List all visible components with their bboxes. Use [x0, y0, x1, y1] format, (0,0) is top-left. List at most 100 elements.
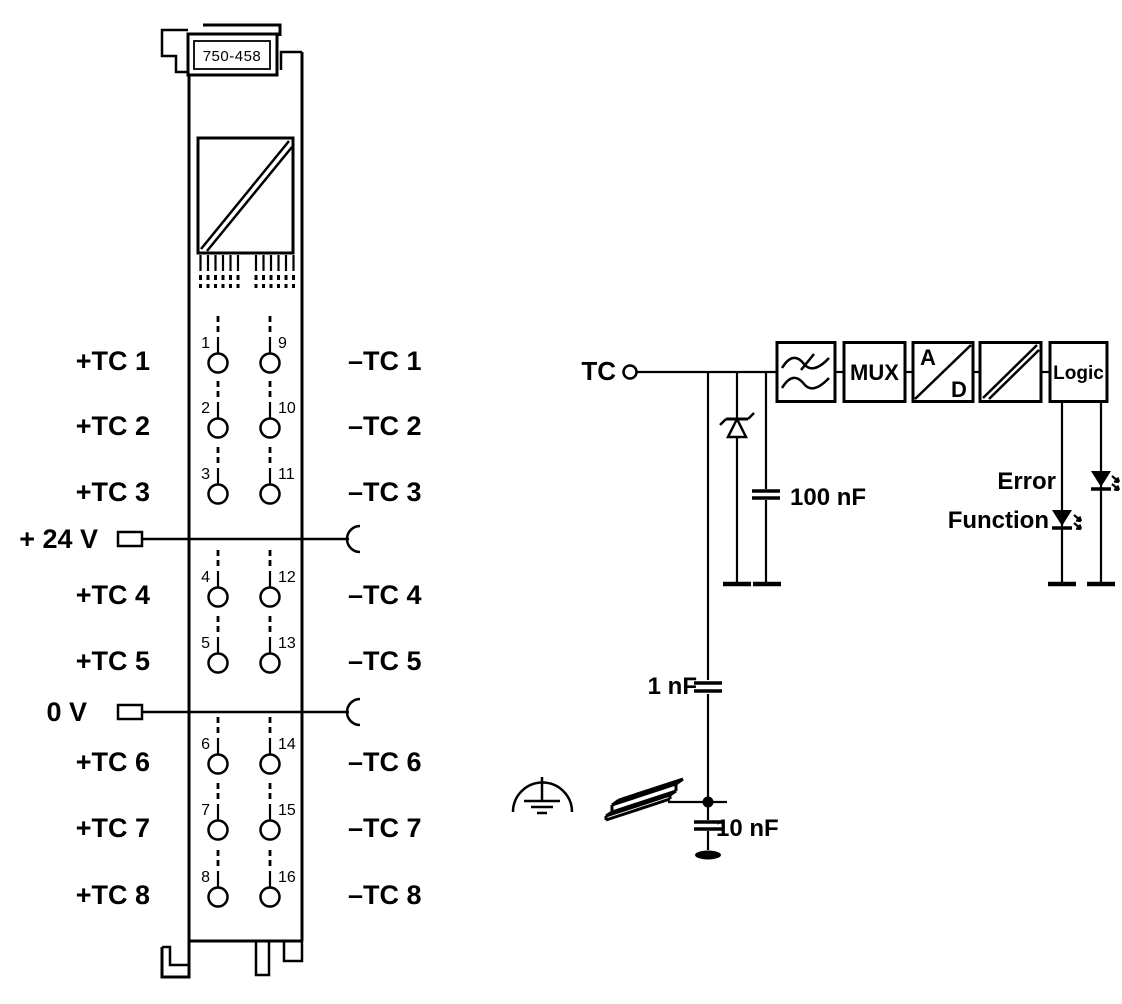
channel-left-label: +TC 1 — [76, 346, 150, 376]
terminal-pin — [207, 781, 229, 841]
terminal-pin — [207, 715, 229, 775]
pin-number: 4 — [201, 569, 210, 586]
tc-channel-row-5: +TC 5 –TC 5 5 13 — [76, 614, 422, 676]
capacitor-1nf-label: 1 nF — [648, 673, 697, 700]
channel-right-label: –TC 1 — [348, 346, 422, 376]
module-top-right-step — [279, 50, 302, 70]
capacitor-10nf-label: 10 nF — [716, 815, 779, 842]
capacitor-1nf-icon — [694, 681, 722, 693]
mux-box: MUX — [842, 341, 907, 403]
status-led-section: Error Function — [948, 401, 1121, 587]
channel-left-label: +TC 3 — [76, 477, 150, 507]
tc-channel-row-2: +TC 2 –TC 2 2 10 — [76, 379, 422, 441]
channel-right-label: –TC 7 — [348, 813, 422, 843]
power-row-0v: 0 V — [46, 697, 361, 727]
pin-number: 13 — [278, 635, 296, 652]
adc-d-label: D — [951, 377, 967, 402]
adc-diagonal — [914, 344, 972, 400]
terminal-pin — [207, 614, 229, 674]
channel-left-label: +TC 7 — [76, 813, 150, 843]
pin-number: 14 — [278, 736, 296, 753]
channel-left-label: +TC 2 — [76, 411, 150, 441]
power-feed-contact-icon — [116, 703, 144, 721]
error-led-icon — [1091, 471, 1121, 492]
module-outline — [160, 23, 304, 979]
filter-wave-icon — [780, 376, 830, 390]
terminal-pin — [207, 314, 229, 374]
terminal-pin — [207, 445, 229, 505]
channel-left-label: +TC 8 — [76, 880, 150, 910]
power-jumper-contact-icon — [345, 524, 361, 554]
module-release-latch — [160, 947, 191, 979]
terminal-pin — [259, 379, 281, 439]
tc-channel-row-4: +TC 4 –TC 4 4 12 — [76, 548, 422, 610]
capacitor-10nf-icon — [694, 820, 722, 831]
signal-path: TC — [581, 356, 1050, 386]
terminal-pin — [207, 548, 229, 608]
earth-rail-network: 10 nF — [511, 777, 779, 860]
pin-number: 1 — [201, 335, 210, 352]
pin-number: 2 — [201, 400, 210, 417]
terminal-pin — [259, 314, 281, 374]
terminal-pin — [207, 848, 229, 908]
channel-left-label: +TC 4 — [76, 580, 150, 610]
pin-number: 16 — [278, 869, 296, 886]
tc-input-label: TC — [581, 356, 616, 386]
pin-number: 10 — [278, 400, 296, 417]
power-feed-contact-icon — [116, 530, 144, 548]
terminal-pin — [259, 715, 281, 775]
terminal-pin — [259, 848, 281, 908]
power-jumper-contact-icon — [345, 697, 361, 727]
part-number: 750-458 — [203, 48, 262, 65]
error-led-label: Error — [997, 468, 1056, 495]
power-label-0v: 0 V — [46, 697, 87, 727]
bus-connector-icon — [199, 255, 295, 288]
functional-earth-icon — [511, 777, 574, 815]
terminal-pin — [259, 781, 281, 841]
channel-right-label: –TC 8 — [348, 880, 422, 910]
pin-number: 12 — [278, 569, 296, 586]
adc-a-label: A — [920, 345, 936, 370]
capacitor-100nf-label: 100 nF — [790, 484, 866, 511]
tc-channel-row-8: +TC 8 –TC 8 8 16 — [76, 848, 422, 910]
tc-channel-row-3: +TC 3 –TC 3 3 11 — [76, 445, 422, 507]
galvanic-isolation-box — [978, 341, 1043, 403]
pin-number: 7 — [201, 802, 210, 819]
logic-label: Logic — [1053, 363, 1104, 384]
pin-number: 15 — [278, 802, 296, 819]
module-bottom-tab — [282, 941, 304, 963]
power-label-24v: + 24 V — [19, 524, 98, 554]
terminal-pin — [207, 379, 229, 439]
channel-left-label: +TC 6 — [76, 747, 150, 777]
channel-right-label: –TC 6 — [348, 747, 422, 777]
pin-number: 3 — [201, 466, 210, 483]
pin-number: 9 — [278, 335, 287, 352]
isolation-block-icon — [196, 136, 295, 255]
pin-number: 6 — [201, 736, 210, 753]
channel-right-label: –TC 4 — [348, 580, 422, 610]
pin-number: 11 — [278, 466, 295, 483]
module-bottom-tab — [254, 941, 271, 977]
junction-dot — [702, 796, 714, 808]
ground-blob-icon — [695, 850, 721, 860]
channel-left-label: +TC 5 — [76, 646, 150, 676]
din-rail-icon — [604, 777, 684, 822]
terminal-pin — [259, 614, 281, 674]
function-led-label: Function — [948, 507, 1049, 534]
adc-box: A D — [911, 341, 975, 403]
marking-label: 750-458 — [186, 32, 279, 77]
terminal-pin — [259, 445, 281, 505]
tc-channel-row-7: +TC 7 –TC 7 7 15 — [76, 781, 422, 843]
module-top-left-hook — [160, 28, 189, 74]
filter-cutoff-slash-icon — [800, 353, 815, 371]
channel-right-label: –TC 3 — [348, 477, 422, 507]
lowpass-filter-box — [775, 341, 837, 403]
capacitor-100nf-icon — [752, 489, 780, 500]
filter-wave-icon — [780, 356, 830, 370]
logic-box: Logic — [1048, 341, 1109, 403]
channel-right-label: –TC 5 — [348, 646, 422, 676]
suppressor-diode-icon — [719, 412, 755, 439]
pin-number: 8 — [201, 869, 210, 886]
